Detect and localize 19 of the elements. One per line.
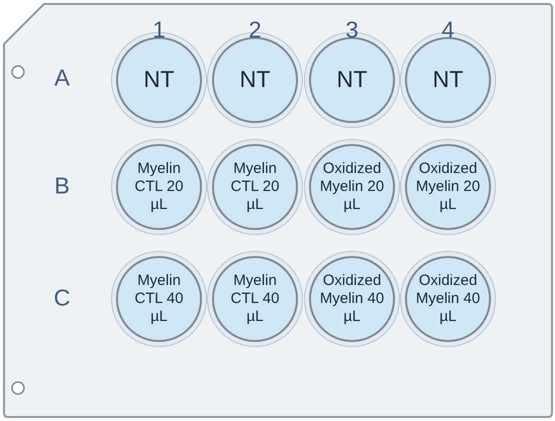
well-label: NT xyxy=(142,66,176,94)
well-label: Oxidized Myelin 20 µL xyxy=(319,160,385,214)
well-label: Myelin CTL 40 µL xyxy=(134,272,184,326)
well-label: NT xyxy=(238,66,272,94)
well-label: Oxidized Myelin 40 µL xyxy=(319,272,385,326)
column-number: 3 xyxy=(346,16,358,44)
well-label: Oxidized Myelin 20 µL xyxy=(415,160,481,214)
well-label: Myelin CTL 20 µL xyxy=(134,160,184,214)
well-label: Oxidized Myelin 40 µL xyxy=(415,272,481,326)
column-number: 4 xyxy=(442,16,454,44)
column-number: 1 xyxy=(152,16,166,44)
row-letter: C xyxy=(54,284,70,312)
well-label: NT xyxy=(336,66,368,94)
column-number: 2 xyxy=(248,16,262,44)
well-label: Myelin CTL 40 µL xyxy=(230,272,280,326)
row-letter: B xyxy=(54,172,70,200)
row-letter: A xyxy=(54,64,70,92)
well-label: Myelin CTL 20 µL xyxy=(230,160,280,214)
well-label: NT xyxy=(432,66,464,94)
